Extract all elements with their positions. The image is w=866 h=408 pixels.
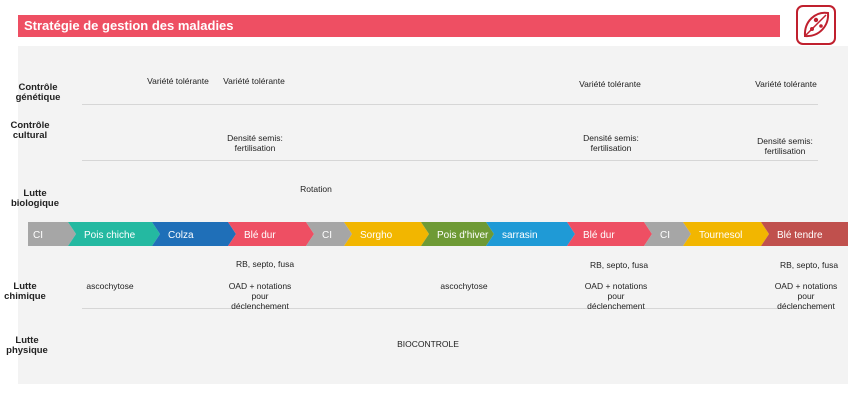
- crop-rotation-bar: CI Pois chiche Colza Blé dur CI Sorgho Pois d'…: [28, 222, 848, 246]
- diseased-leaf-icon: [796, 5, 836, 45]
- note-variete-tolerante: Variété tolérante: [147, 76, 209, 86]
- note-densite-semis: Densité semis: fertilisation: [227, 133, 283, 153]
- note-ascochytose: ascochytose: [86, 281, 134, 291]
- crop-label: CI: [33, 230, 43, 241]
- crop-chevron: [68, 222, 160, 246]
- crop-label: Tournesol: [699, 230, 742, 241]
- crop-label: Colza: [168, 230, 194, 241]
- crop-chevron: [567, 222, 652, 246]
- crop-chevron: [344, 222, 429, 246]
- note-densite-semis: Densité semis: fertilisation: [757, 136, 813, 156]
- crop-chevron: [486, 222, 575, 246]
- crop-label: Pois chiche: [84, 230, 136, 241]
- crop-label: CI: [322, 230, 332, 241]
- row-label-chimique: Lutte chimique: [4, 281, 46, 302]
- crop-step: Blé dur: [567, 222, 652, 246]
- note-rb-septo-fusa: RB, septo, fusa: [779, 260, 839, 270]
- crop-label: Blé tendre: [777, 230, 823, 241]
- crop-step: Colza: [152, 222, 236, 246]
- note-rb-septo-fusa: RB, septo, fusa: [589, 260, 649, 270]
- note-rb-septo-fusa: RB, septo, fusa: [235, 259, 295, 269]
- crop-label: Sorgho: [360, 230, 393, 241]
- crop-step: Blé tendre: [761, 222, 848, 246]
- crop-step: Tournesol: [683, 222, 769, 246]
- row-separator: [82, 160, 818, 161]
- crop-label: Pois d'hiver: [437, 230, 489, 241]
- crop-label: CI: [660, 230, 670, 241]
- note-rotation: Rotation: [300, 184, 332, 194]
- row-label-physique: Lutte physique: [6, 335, 48, 356]
- crop-chevron: [28, 222, 76, 246]
- crop-step: Sorgho: [344, 222, 429, 246]
- crop-label: Blé dur: [244, 230, 276, 241]
- row-label-cultural: Contrôle cultural: [10, 120, 50, 141]
- crop-chevron: [761, 222, 848, 246]
- crop-chevron: [306, 222, 352, 246]
- page-title: Stratégie de gestion des maladies: [24, 18, 234, 33]
- note-oad-notations: OAD + notations pour déclenchement: [228, 281, 292, 311]
- crop-chevron: [421, 222, 494, 246]
- note-variete-tolerante: Variété tolérante: [223, 76, 285, 86]
- crop-step: Pois d'hiver: [421, 222, 494, 246]
- row-separator: [82, 104, 818, 105]
- crop-step: Blé dur: [228, 222, 314, 246]
- crop-step: Pois chiche: [68, 222, 160, 246]
- note-oad-notations: OAD + notations pour déclenchement: [774, 281, 838, 311]
- crop-step: CI: [306, 222, 352, 246]
- strategy-panel: [18, 46, 848, 384]
- crop-step: CI: [28, 222, 76, 246]
- note-variete-tolerante: Variété tolérante: [755, 79, 817, 89]
- crop-chevron: [644, 222, 691, 246]
- row-label-genetique: Contrôle génétique: [15, 82, 61, 103]
- note-biocontrole: BIOCONTROLE: [397, 339, 459, 349]
- crop-label: Blé dur: [583, 230, 615, 241]
- crop-chevron: [152, 222, 236, 246]
- note-ascochytose: ascochytose: [440, 281, 488, 291]
- crop-step: sarrasin: [486, 222, 575, 246]
- crop-step: CI: [644, 222, 691, 246]
- title-banner: Stratégie de gestion des maladies: [18, 15, 780, 37]
- crop-chevron: [228, 222, 314, 246]
- crop-chevron: [683, 222, 769, 246]
- note-densite-semis: Densité semis: fertilisation: [583, 133, 639, 153]
- row-separator: [82, 308, 818, 309]
- crop-label: sarrasin: [502, 230, 538, 241]
- note-oad-notations: OAD + notations pour déclenchement: [584, 281, 648, 311]
- note-variete-tolerante: Variété tolérante: [579, 79, 641, 89]
- row-label-biologique: Lutte biologique: [10, 188, 60, 209]
